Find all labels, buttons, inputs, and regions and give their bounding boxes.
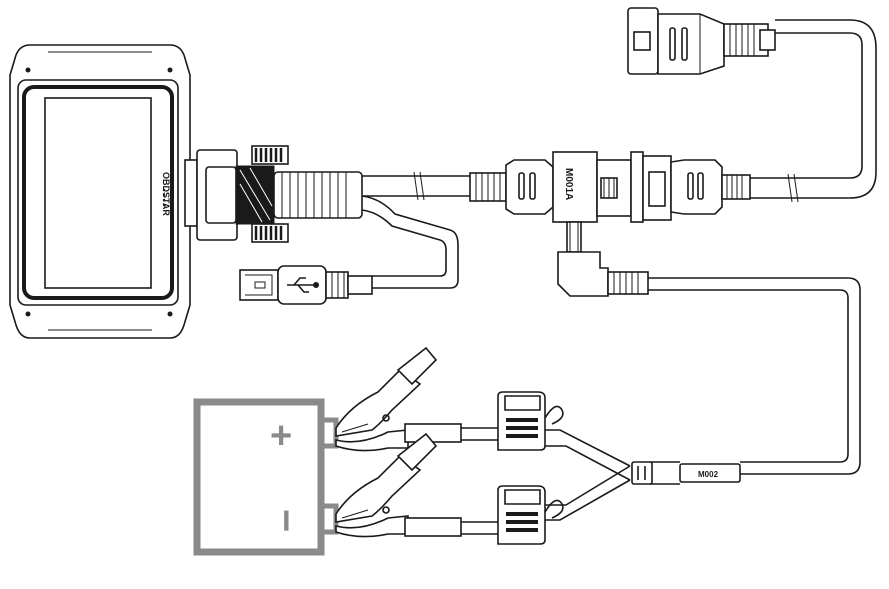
obd2-connector	[627, 7, 776, 75]
battery-positive-symbol: +	[270, 415, 292, 457]
m001a-label: M001A	[563, 168, 574, 200]
tablet-port-dots	[162, 188, 166, 207]
positive-alligator-clip	[335, 346, 462, 452]
battery-negative-symbol: −	[264, 509, 308, 532]
m002-module: M002	[631, 461, 741, 485]
m001a-adapter: M001A	[469, 151, 751, 297]
negative-alligator-clip	[335, 432, 462, 538]
m002-label: M002	[698, 470, 719, 479]
cables	[361, 19, 877, 535]
lower-fuse	[497, 485, 564, 545]
battery: + −	[193, 398, 339, 556]
tablet-brand-label: OBDSTAR	[161, 172, 171, 216]
tablet-device: OBDSTAR	[9, 44, 191, 339]
upper-fuse	[497, 391, 564, 451]
db15-connector	[184, 145, 363, 243]
usb-connector	[239, 265, 373, 305]
